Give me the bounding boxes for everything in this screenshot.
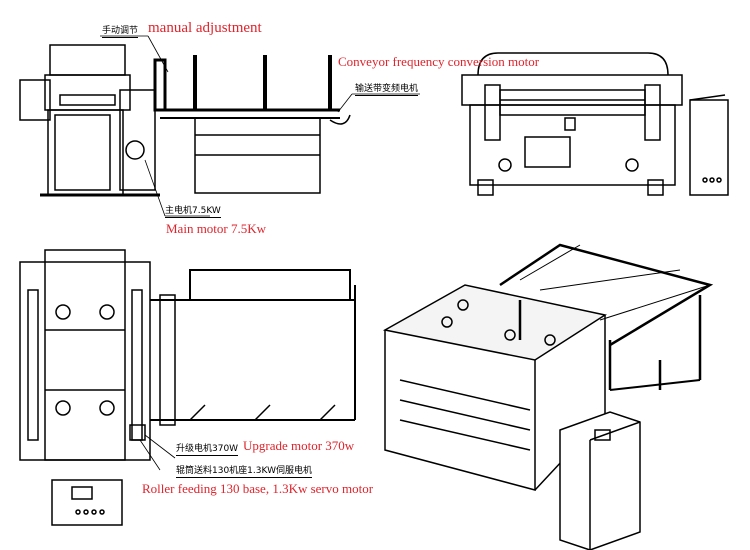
front-view	[461, 52, 729, 196]
conveyor-motor-cn-label: 输送带变频电机	[355, 81, 419, 96]
isometric-view	[382, 243, 714, 550]
leader-lines	[100, 35, 420, 217]
upgrade-motor-label: Upgrade motor 370w	[243, 438, 355, 453]
main-motor-cn-label: 主电机7.5KW	[165, 203, 221, 218]
manual-adjustment-cn-label: 手动调节	[102, 23, 139, 38]
main-motor-label: Main motor 7.5Kw	[166, 221, 267, 236]
roller-feeding-cn-label: 辊筒送料130机座1.3KW伺服电机	[176, 463, 312, 478]
side-view	[19, 44, 351, 197]
top-view	[19, 249, 356, 526]
manual-adjustment-label: manual adjustment	[148, 20, 262, 36]
roller-feeding-label: Roller feeding 130 base, 1.3Kw servo mot…	[142, 481, 374, 496]
upgrade-motor-cn-label: 升级电机370W	[176, 441, 239, 456]
conveyor-motor-label: Conveyor frequency conversion motor	[338, 54, 540, 69]
